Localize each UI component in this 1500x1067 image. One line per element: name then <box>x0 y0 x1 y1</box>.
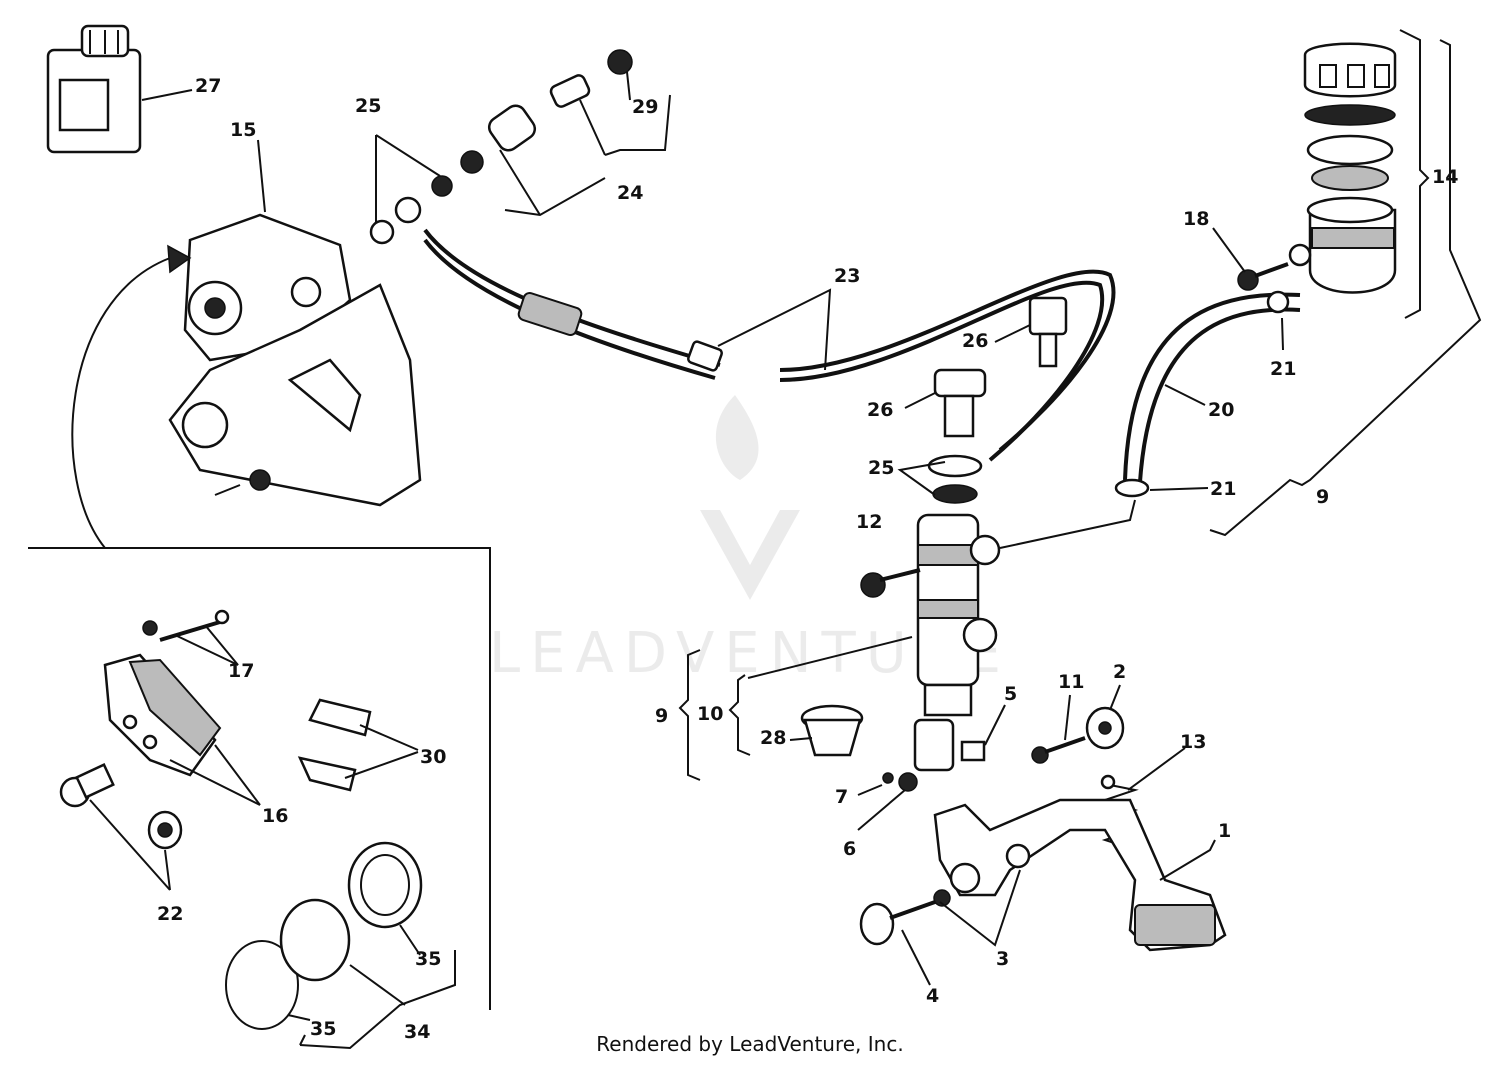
callout-15: 15 <box>230 119 256 141</box>
small-parts <box>882 740 986 792</box>
callout-3: 3 <box>996 948 1009 970</box>
callout-11: 11 <box>1058 671 1084 693</box>
caliper-pins <box>59 763 183 850</box>
callout-14: 14 <box>1432 166 1458 188</box>
master-cylinder <box>913 513 1001 772</box>
banjo-bolts <box>927 296 1068 504</box>
callout-2: 2 <box>1113 661 1126 683</box>
callout-4: 4 <box>926 985 939 1007</box>
callout-18: 18 <box>1183 208 1209 230</box>
boot-28 <box>800 704 864 757</box>
brake-hose <box>423 228 1116 462</box>
reservoir-hose <box>1114 262 1301 498</box>
callout-9b: 9 <box>1316 486 1329 508</box>
callout-26b: 26 <box>867 399 893 421</box>
callout-17: 17 <box>228 660 254 682</box>
callout-35b: 35 <box>310 1018 336 1040</box>
callout-13: 13 <box>1180 731 1206 753</box>
bolt-11-nut-2 <box>1031 706 1125 764</box>
banjo-fittings-top <box>369 49 633 245</box>
callout-9a: 9 <box>655 705 668 727</box>
reservoir <box>1288 42 1397 294</box>
callout-21a: 21 <box>1270 358 1296 380</box>
brake-caliper <box>168 213 422 507</box>
callout-25b: 25 <box>868 457 894 479</box>
callout-23: 23 <box>834 265 860 287</box>
callout-21b: 21 <box>1210 478 1236 500</box>
pad-pins <box>142 609 230 642</box>
brake-pedal <box>933 798 1227 952</box>
callout-7: 7 <box>835 786 848 808</box>
callout-10: 10 <box>697 703 723 725</box>
callout-20: 20 <box>1208 399 1234 421</box>
footer-credit: Rendered by LeadVenture, Inc. <box>596 1032 904 1056</box>
callout-1: 1 <box>1218 820 1231 842</box>
callout-22: 22 <box>157 903 183 925</box>
callout-6: 6 <box>843 838 856 860</box>
callout-35: 35 <box>415 948 441 970</box>
callout-34: 34 <box>404 1021 430 1043</box>
callout-16: 16 <box>262 805 288 827</box>
brake-fluid-bottle <box>46 24 142 154</box>
callout-26a: 26 <box>962 330 988 352</box>
callout-28: 28 <box>760 727 786 749</box>
callout-29: 29 <box>632 96 658 118</box>
callout-24: 24 <box>617 182 643 204</box>
bolt-12 <box>860 568 921 598</box>
brake-pads <box>103 653 222 777</box>
callout-12: 12 <box>856 511 882 533</box>
callout-5: 5 <box>1004 683 1017 705</box>
pivot-bolt <box>859 889 951 946</box>
piston-seals <box>225 841 423 1030</box>
callout-30: 30 <box>420 746 446 768</box>
callout-25a: 25 <box>355 95 381 117</box>
callout-27: 27 <box>195 75 221 97</box>
pad-spring <box>297 698 372 792</box>
